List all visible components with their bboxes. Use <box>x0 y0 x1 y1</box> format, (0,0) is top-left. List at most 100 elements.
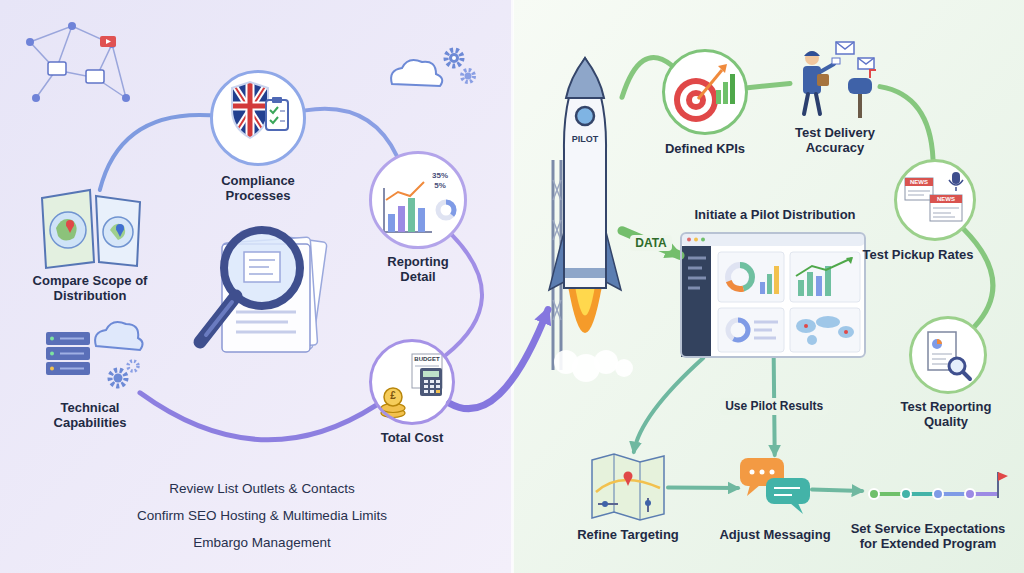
node-label: Test Pickup Rates <box>853 248 983 263</box>
node-label: Set Service Expectations for Extended Pr… <box>843 522 1013 552</box>
label-holder: Embargo Management <box>92 535 432 551</box>
server-icon <box>60 339 84 369</box>
circle-outline <box>894 159 976 241</box>
cloud-gears-icon <box>452 56 456 60</box>
kpi-icon <box>663 50 747 134</box>
node-label: Adjust Messaging <box>710 528 840 543</box>
kpi-icon <box>730 74 735 104</box>
dashboard-window <box>796 258 852 276</box>
icon-circle: Total Cost <box>369 339 455 425</box>
map-icon <box>56 219 77 241</box>
map-icon <box>50 212 86 248</box>
chat-icon-node: Adjust Messaging <box>738 455 812 522</box>
compliance-icon <box>272 97 282 103</box>
timeline-icon <box>901 489 911 499</box>
circle-outline <box>911 318 986 393</box>
mail-carrier-icon <box>804 51 820 56</box>
dashboard-window <box>754 322 778 338</box>
reporting-icon <box>438 202 454 218</box>
kpi-icon <box>723 82 728 104</box>
mail-carrier-icon <box>803 42 876 118</box>
server-icon <box>114 374 123 383</box>
dashboard-window <box>718 252 784 302</box>
label-holder: NEWS <box>930 196 962 202</box>
server-icon <box>95 322 142 350</box>
label-holder: Review List Outlets & Contacts <box>92 481 432 497</box>
chat-icon <box>790 503 803 514</box>
server-icon <box>110 370 126 386</box>
edge-label: DATA <box>630 235 672 251</box>
dashboard-window <box>728 265 752 289</box>
mail-carrier-icon <box>817 74 829 86</box>
network-icon <box>26 38 34 46</box>
compliance-icon <box>232 82 268 138</box>
node-label: Total Cost <box>362 431 462 446</box>
compliance-icon <box>266 100 288 130</box>
connector <box>305 109 396 156</box>
server-icon <box>46 322 143 386</box>
targeting-map-icon <box>592 454 664 520</box>
reporting-icon <box>370 152 466 248</box>
chat-icon <box>770 470 775 475</box>
targeting-map-icon <box>614 454 640 520</box>
edge-label-holder: DATA <box>630 235 672 251</box>
reporting-icon <box>370 152 466 248</box>
dashboard-window <box>816 316 840 328</box>
cost-icon <box>370 340 454 424</box>
circle-outline <box>210 70 306 166</box>
note-text: Embargo Management <box>92 535 432 551</box>
dashboard-window <box>807 272 813 296</box>
cloud-gears-icon <box>449 53 459 63</box>
server-icon <box>50 367 54 371</box>
map-icon <box>66 225 74 233</box>
compliance-icon <box>270 107 278 123</box>
circle-outline <box>664 51 747 134</box>
node-label: Compliance Processes <box>208 174 308 204</box>
rocket-node: PILOT <box>548 55 622 375</box>
kpi-icon <box>663 50 747 134</box>
mail-carrier-icon <box>858 58 874 64</box>
connector <box>668 485 738 490</box>
dashboard-window <box>718 308 784 352</box>
label-holder: BUDGET <box>413 356 441 362</box>
server-icon <box>50 337 54 341</box>
report-quality-icon <box>963 372 970 379</box>
network-icon <box>106 39 111 44</box>
dashboard-window <box>680 232 866 358</box>
rocket-illustration <box>576 107 594 125</box>
timeline-icon <box>869 472 1008 499</box>
timeline-icon <box>965 489 975 499</box>
reporting-icon <box>388 214 395 232</box>
circle-outline <box>909 316 987 394</box>
label-holder: Confirm SEO Hosting & Multimedia Limits <box>92 508 432 524</box>
dashboard-window <box>804 324 808 328</box>
node-label: Technical Capabilities <box>35 401 145 431</box>
connector <box>622 231 680 256</box>
dashboard-window <box>680 232 866 358</box>
panel-background <box>513 0 1024 573</box>
network-icon <box>68 22 76 30</box>
icon-circle: Test Pickup Rates <box>894 159 976 241</box>
cost-icon <box>412 354 442 388</box>
rocket-illustration <box>575 286 595 316</box>
currency-symbol: £ <box>387 391 399 401</box>
compliance-icon <box>230 104 270 109</box>
panel-background <box>511 0 514 573</box>
dashboard-window <box>767 274 772 294</box>
server-icon <box>128 361 138 371</box>
node-label: Initiate a Pilot Distribution <box>660 208 890 223</box>
label-holder: 5% <box>429 182 451 190</box>
rocket-illustration <box>606 232 621 290</box>
report-quality-icon <box>932 339 942 349</box>
dashboard-window <box>816 276 822 296</box>
cloud-gears-icon <box>446 50 462 66</box>
mail-carrier-icon <box>836 42 854 49</box>
mail-carrier-icon <box>836 42 854 54</box>
cost-icon <box>424 390 428 393</box>
icon-circle: Compliance Processes <box>210 70 306 166</box>
dashboard-box: Initiate a Pilot Distribution <box>680 232 866 358</box>
connector <box>964 229 993 326</box>
timeline-icon <box>998 472 1008 481</box>
compliance-icon <box>212 72 304 164</box>
